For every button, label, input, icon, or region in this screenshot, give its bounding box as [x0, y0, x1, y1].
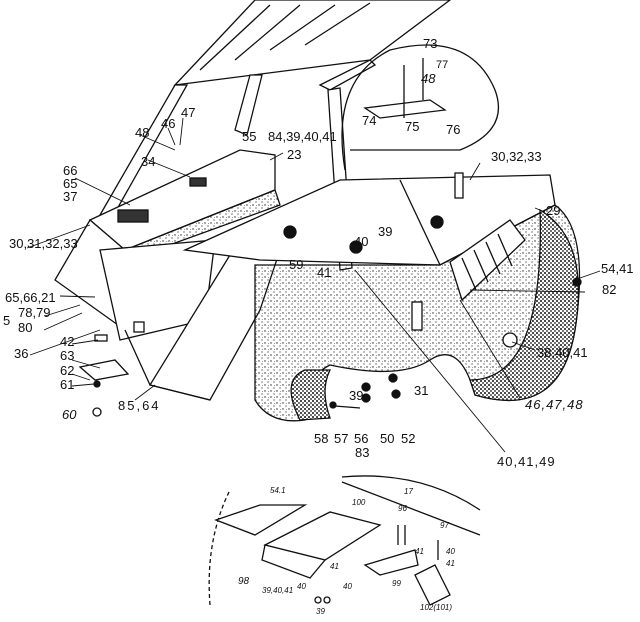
detail-label: 98 — [238, 576, 250, 587]
detail-label: 39 — [316, 607, 325, 616]
callout-label: 65,66,21 — [5, 290, 56, 305]
callout-label: 63 — [60, 348, 75, 363]
detail-label: 41 — [415, 547, 424, 556]
callout-label: 50 — [380, 431, 395, 446]
callout-label: 37 — [63, 189, 78, 204]
cowl — [54, 149, 281, 401]
counterweight — [254, 204, 581, 422]
callout-label: 83 — [355, 445, 370, 460]
callout-label: 57 — [334, 431, 349, 446]
callout-label: 56 — [354, 431, 369, 446]
callout-label: 80 — [18, 320, 33, 335]
detail-label: 100 — [352, 498, 366, 507]
callout-label: 58 — [314, 431, 329, 446]
callout-label: 52 — [401, 431, 416, 446]
callout-label: 73 — [423, 36, 438, 51]
callout-label: 36 — [14, 346, 29, 361]
callout-label: 46 — [161, 116, 176, 131]
callout-label: 77 — [436, 59, 449, 71]
callout-label: 48 — [421, 71, 436, 86]
callout-label: 23 — [287, 147, 302, 162]
callout-label: 5 — [3, 313, 11, 328]
callout-label: 39 — [378, 224, 393, 239]
fasteners — [78, 277, 582, 417]
callout-label: 29 — [546, 203, 561, 218]
detail-label: 41 — [446, 559, 455, 568]
detail-label: 40 — [297, 582, 306, 591]
callout-label: 46,47,48 — [525, 397, 584, 412]
callout-label: 39 — [349, 388, 364, 403]
detail-label: 99 — [392, 579, 401, 588]
detail-label: 40 — [343, 582, 352, 591]
detail-label: 54.1 — [270, 486, 286, 495]
callout-label: 34 — [141, 154, 156, 169]
callout-label: 30,31,32,33 — [9, 236, 78, 251]
bracket-detail — [208, 475, 481, 606]
callout-label: 82 — [602, 282, 617, 297]
callout-label: 47 — [181, 105, 196, 120]
detail-label: 41 — [330, 562, 339, 571]
callout-label: 31 — [414, 383, 429, 398]
callout-label: 38,40,41 — [537, 345, 588, 360]
callout-label: 59 — [289, 257, 304, 272]
callout-label: 75 — [405, 119, 420, 134]
callout-label: 78,79 — [18, 305, 51, 320]
detail-bubble — [341, 44, 500, 171]
leader-lines — [26, 117, 601, 453]
detail-label: 40 — [446, 547, 455, 556]
callout-label: 74 — [362, 113, 377, 128]
callout-label: 40 — [354, 234, 369, 249]
engine-hood — [182, 172, 556, 266]
detail-label: 96 — [398, 504, 407, 513]
callout-label: 60 — [62, 407, 77, 422]
callout-label: 76 — [446, 122, 461, 137]
callout-label: 61 — [60, 377, 75, 392]
callout-label: 54,41 — [601, 261, 634, 276]
detail-label: 97 — [440, 521, 449, 530]
callout-label: 41 — [317, 265, 332, 280]
detail-label: 39,40,41 — [262, 586, 294, 595]
callout-label: 66 — [63, 163, 78, 178]
callout-label: 48 — [135, 125, 150, 140]
detail-label: 17 — [404, 487, 413, 496]
detail-label: 102(101) — [420, 603, 453, 612]
callout-label: 42 — [60, 334, 75, 349]
callout-label: 65 — [63, 176, 78, 191]
callout-label: 62 — [60, 363, 75, 378]
callout-label: 85,64 — [118, 398, 161, 413]
callout-label: 30,32,33 — [491, 149, 542, 164]
callout-label: 84,39,40,41 — [268, 129, 337, 144]
callout-label: 55 — [242, 129, 257, 144]
callout-label: 40,41,49 — [497, 454, 556, 469]
